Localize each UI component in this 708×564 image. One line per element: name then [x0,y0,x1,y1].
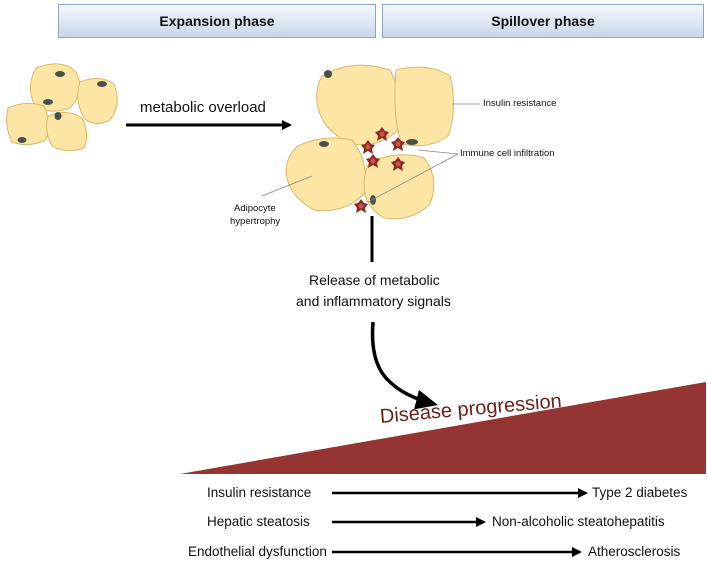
large-adipocyte [316,64,401,146]
outcome-to-1: Type 2 diabetes [592,485,688,500]
nucleus [54,112,62,120]
overload-label: metabolic overload [140,99,266,116]
large-adipocyte [363,154,435,220]
small-adipocyte-cluster [6,63,118,152]
immune-cell [375,127,389,141]
immune-cell [391,157,405,171]
small-adipocyte [6,102,50,146]
insulin-resistance-callout: Insulin resistance [483,98,557,109]
outcome-from-2: Hepatic steatosis [207,514,310,529]
immune-callout-line [417,149,459,155]
hypertrophy-label-line1: Adipocyte [234,203,276,214]
immune-cell [391,137,405,151]
immune-cell [366,154,380,168]
immune-callout-line [367,153,459,203]
small-adipocyte [46,112,88,152]
outcome-from-1: Insulin resistance [207,485,312,500]
immune-infiltration-label: Immune cell infiltration [460,148,555,159]
progression-arrow [370,321,438,410]
large-adipocyte-cluster [285,64,454,220]
expansion-phase-header: Expansion phase [58,4,376,38]
outcome-to-2: Non-alcoholic steatohepatitis [492,514,665,529]
hypertrophy-callout-line [261,175,313,197]
nucleus [319,141,329,147]
nucleus [97,81,107,87]
large-adipocyte [394,66,454,147]
release-label-line1: Release of metabolic [309,272,440,288]
nucleus [324,70,332,78]
nucleus [406,139,418,145]
disease-wedge [180,382,706,474]
immune-cell [361,140,375,154]
large-adipocyte [285,137,366,212]
spillover-phase-header: Spillover phase [382,4,704,38]
small-adipocyte [77,78,118,124]
nucleus [43,99,53,105]
nucleus [370,195,376,205]
hypertrophy-label-line2: hypertrophy [230,216,281,227]
small-adipocyte [30,63,81,112]
outcome-to-3: Atherosclerosis [588,544,681,559]
nucleus [17,137,27,143]
release-label-line2: and inflammatory signals [296,293,451,309]
immune-cell [354,199,368,213]
immune-cells [354,127,405,213]
outcome-from-3: Endothelial dysfunction [188,544,327,559]
nucleus [55,71,65,77]
